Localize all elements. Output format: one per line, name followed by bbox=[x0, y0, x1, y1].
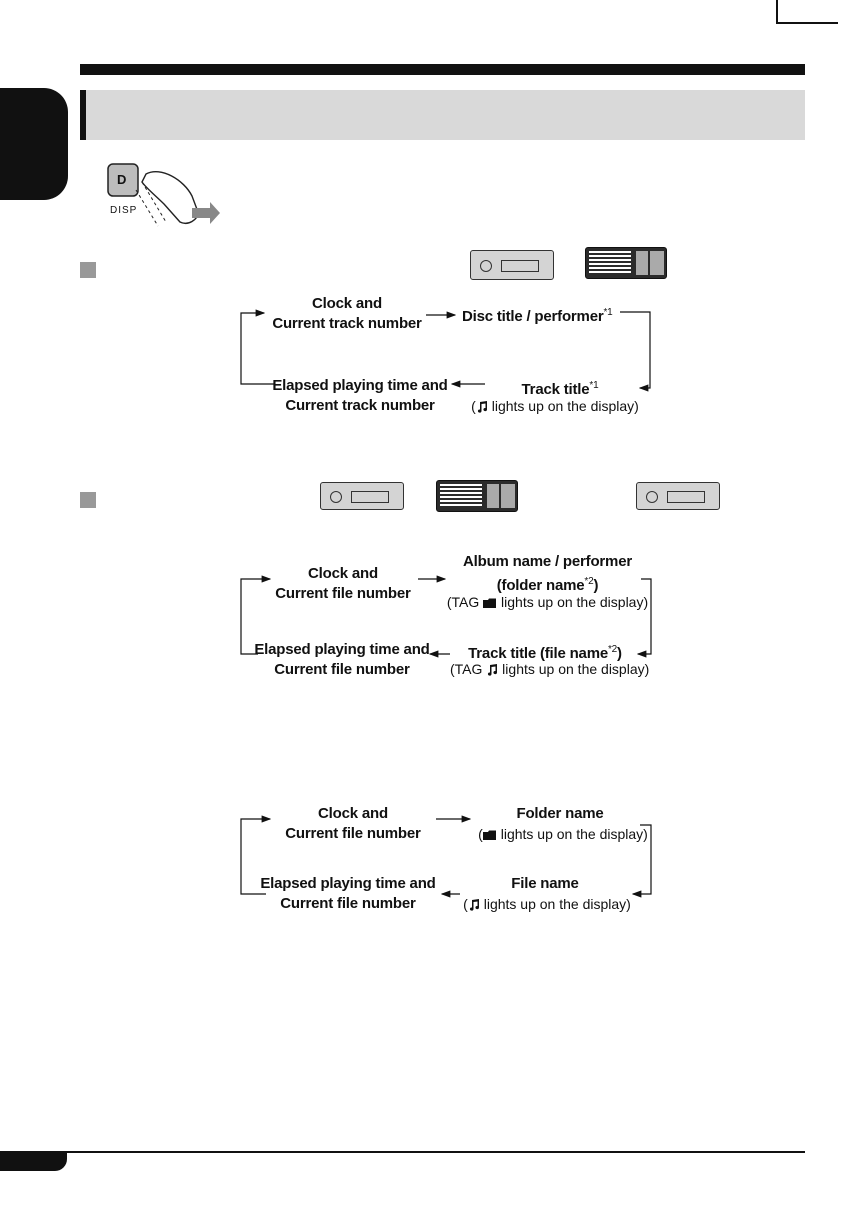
crop-mark bbox=[778, 22, 838, 24]
disp-key-letter: D bbox=[117, 172, 127, 187]
folder-icon bbox=[482, 827, 497, 845]
tag-album-note: (TAG lights up on the display) bbox=[440, 593, 655, 613]
top-rule bbox=[80, 64, 805, 75]
page-number-tab bbox=[0, 1151, 67, 1171]
music-note-icon bbox=[476, 399, 488, 417]
music-note-icon bbox=[486, 662, 498, 680]
device-closed-icon bbox=[470, 250, 554, 280]
crop-mark bbox=[776, 0, 778, 24]
file-name-label: File name bbox=[511, 875, 579, 892]
section-marker bbox=[80, 492, 96, 508]
footer-rule bbox=[0, 1151, 805, 1153]
tag-track-label: Track title (file name*2) bbox=[468, 644, 622, 662]
section-header-band bbox=[80, 90, 805, 140]
cd-disc-title-label: Disc title / performer*1 bbox=[462, 307, 613, 325]
device-closed-icon bbox=[636, 482, 720, 510]
tag-track-note: (TAG lights up on the display) bbox=[450, 660, 649, 680]
language-tab bbox=[0, 88, 68, 200]
cd-track-title-label: Track title*1 bbox=[521, 380, 599, 398]
file-cycle-arrows bbox=[240, 815, 652, 898]
cd-track-title-note: ( lights up on the display) bbox=[470, 397, 640, 417]
tag-album-label: Album name / performer (folder name*2) bbox=[463, 553, 632, 594]
file-name-note: ( lights up on the display) bbox=[462, 895, 632, 915]
disp-button-illustration bbox=[106, 160, 226, 230]
file-folder-note: ( lights up on the display) bbox=[478, 825, 648, 845]
folder-icon bbox=[483, 595, 497, 613]
device-open-icon bbox=[585, 247, 667, 279]
device-closed-icon bbox=[320, 482, 404, 510]
device-open-icon bbox=[436, 480, 518, 512]
disp-key-label: DISP bbox=[110, 205, 138, 216]
tag-cycle-arrows bbox=[240, 575, 652, 658]
file-folder-label: Folder name bbox=[516, 805, 604, 822]
cd-cycle-arrows bbox=[240, 309, 651, 392]
music-note-icon bbox=[468, 897, 480, 915]
section-marker bbox=[80, 262, 96, 278]
